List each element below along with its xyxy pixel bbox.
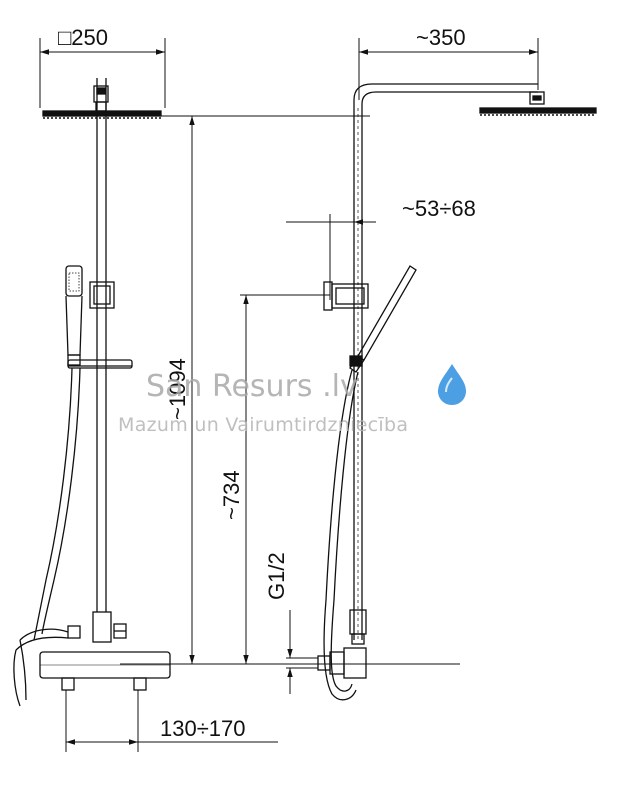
rain-shower-head-side	[479, 91, 597, 116]
hose-front	[33, 367, 81, 641]
holder-height-dimension	[240, 294, 330, 664]
total-height-dimension	[120, 115, 460, 665]
head-width-dimension	[39, 38, 166, 108]
watermark: San Resurs .lv Mazum un Vairumtirdzniecī…	[118, 364, 466, 436]
holder-height-label: ~734	[219, 470, 244, 520]
arm-length-label: ~350	[416, 25, 466, 50]
watermark-brand: San Resurs .lv	[146, 369, 358, 404]
riser-with-arm-side	[353, 83, 538, 640]
riser-pipe-front	[96, 78, 107, 612]
thermostat-mixer-front	[13, 611, 171, 752]
watermark-tagline: Mazum un Vairumtirdzniecība	[118, 414, 408, 436]
wall-offset-label: ~53÷68	[402, 196, 476, 221]
inlet-spacing-label: 130÷170	[160, 716, 246, 741]
hand-shower-front	[65, 265, 133, 369]
thermostat-mixer-side	[286, 609, 367, 679]
arm-length-dimension	[358, 38, 539, 100]
wall-offset-dimension	[286, 214, 376, 300]
total-height-label: ~1094	[165, 358, 190, 420]
hose-side	[323, 369, 359, 701]
water-drop-icon	[438, 364, 466, 405]
rain-shower-head-front	[42, 85, 162, 119]
hand-shower-side	[349, 265, 417, 373]
front-view	[13, 38, 460, 752]
head-size-label: □250	[58, 25, 108, 50]
side-view	[286, 38, 597, 701]
thread-label: G1/2	[264, 552, 289, 600]
wall-bracket-side	[323, 281, 369, 311]
